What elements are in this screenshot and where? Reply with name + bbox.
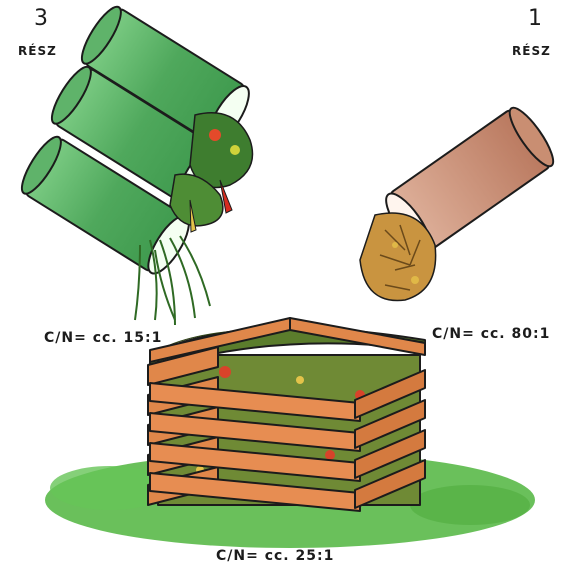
compost-bin bbox=[148, 318, 425, 511]
brown-waste-spill bbox=[360, 213, 436, 301]
compost-cn-ratio: C/N= cc. 25:1 bbox=[216, 548, 334, 564]
left-parts-count: 3 bbox=[34, 6, 49, 31]
left-parts-unit: RÉSZ bbox=[18, 44, 57, 58]
brown-waste-cn-ratio: C/N= cc. 80:1 bbox=[432, 326, 550, 342]
right-parts-unit: RÉSZ bbox=[512, 44, 551, 58]
green-waste-cn-ratio: C/N= cc. 15:1 bbox=[44, 330, 162, 346]
right-parts-count: 1 bbox=[528, 6, 543, 31]
